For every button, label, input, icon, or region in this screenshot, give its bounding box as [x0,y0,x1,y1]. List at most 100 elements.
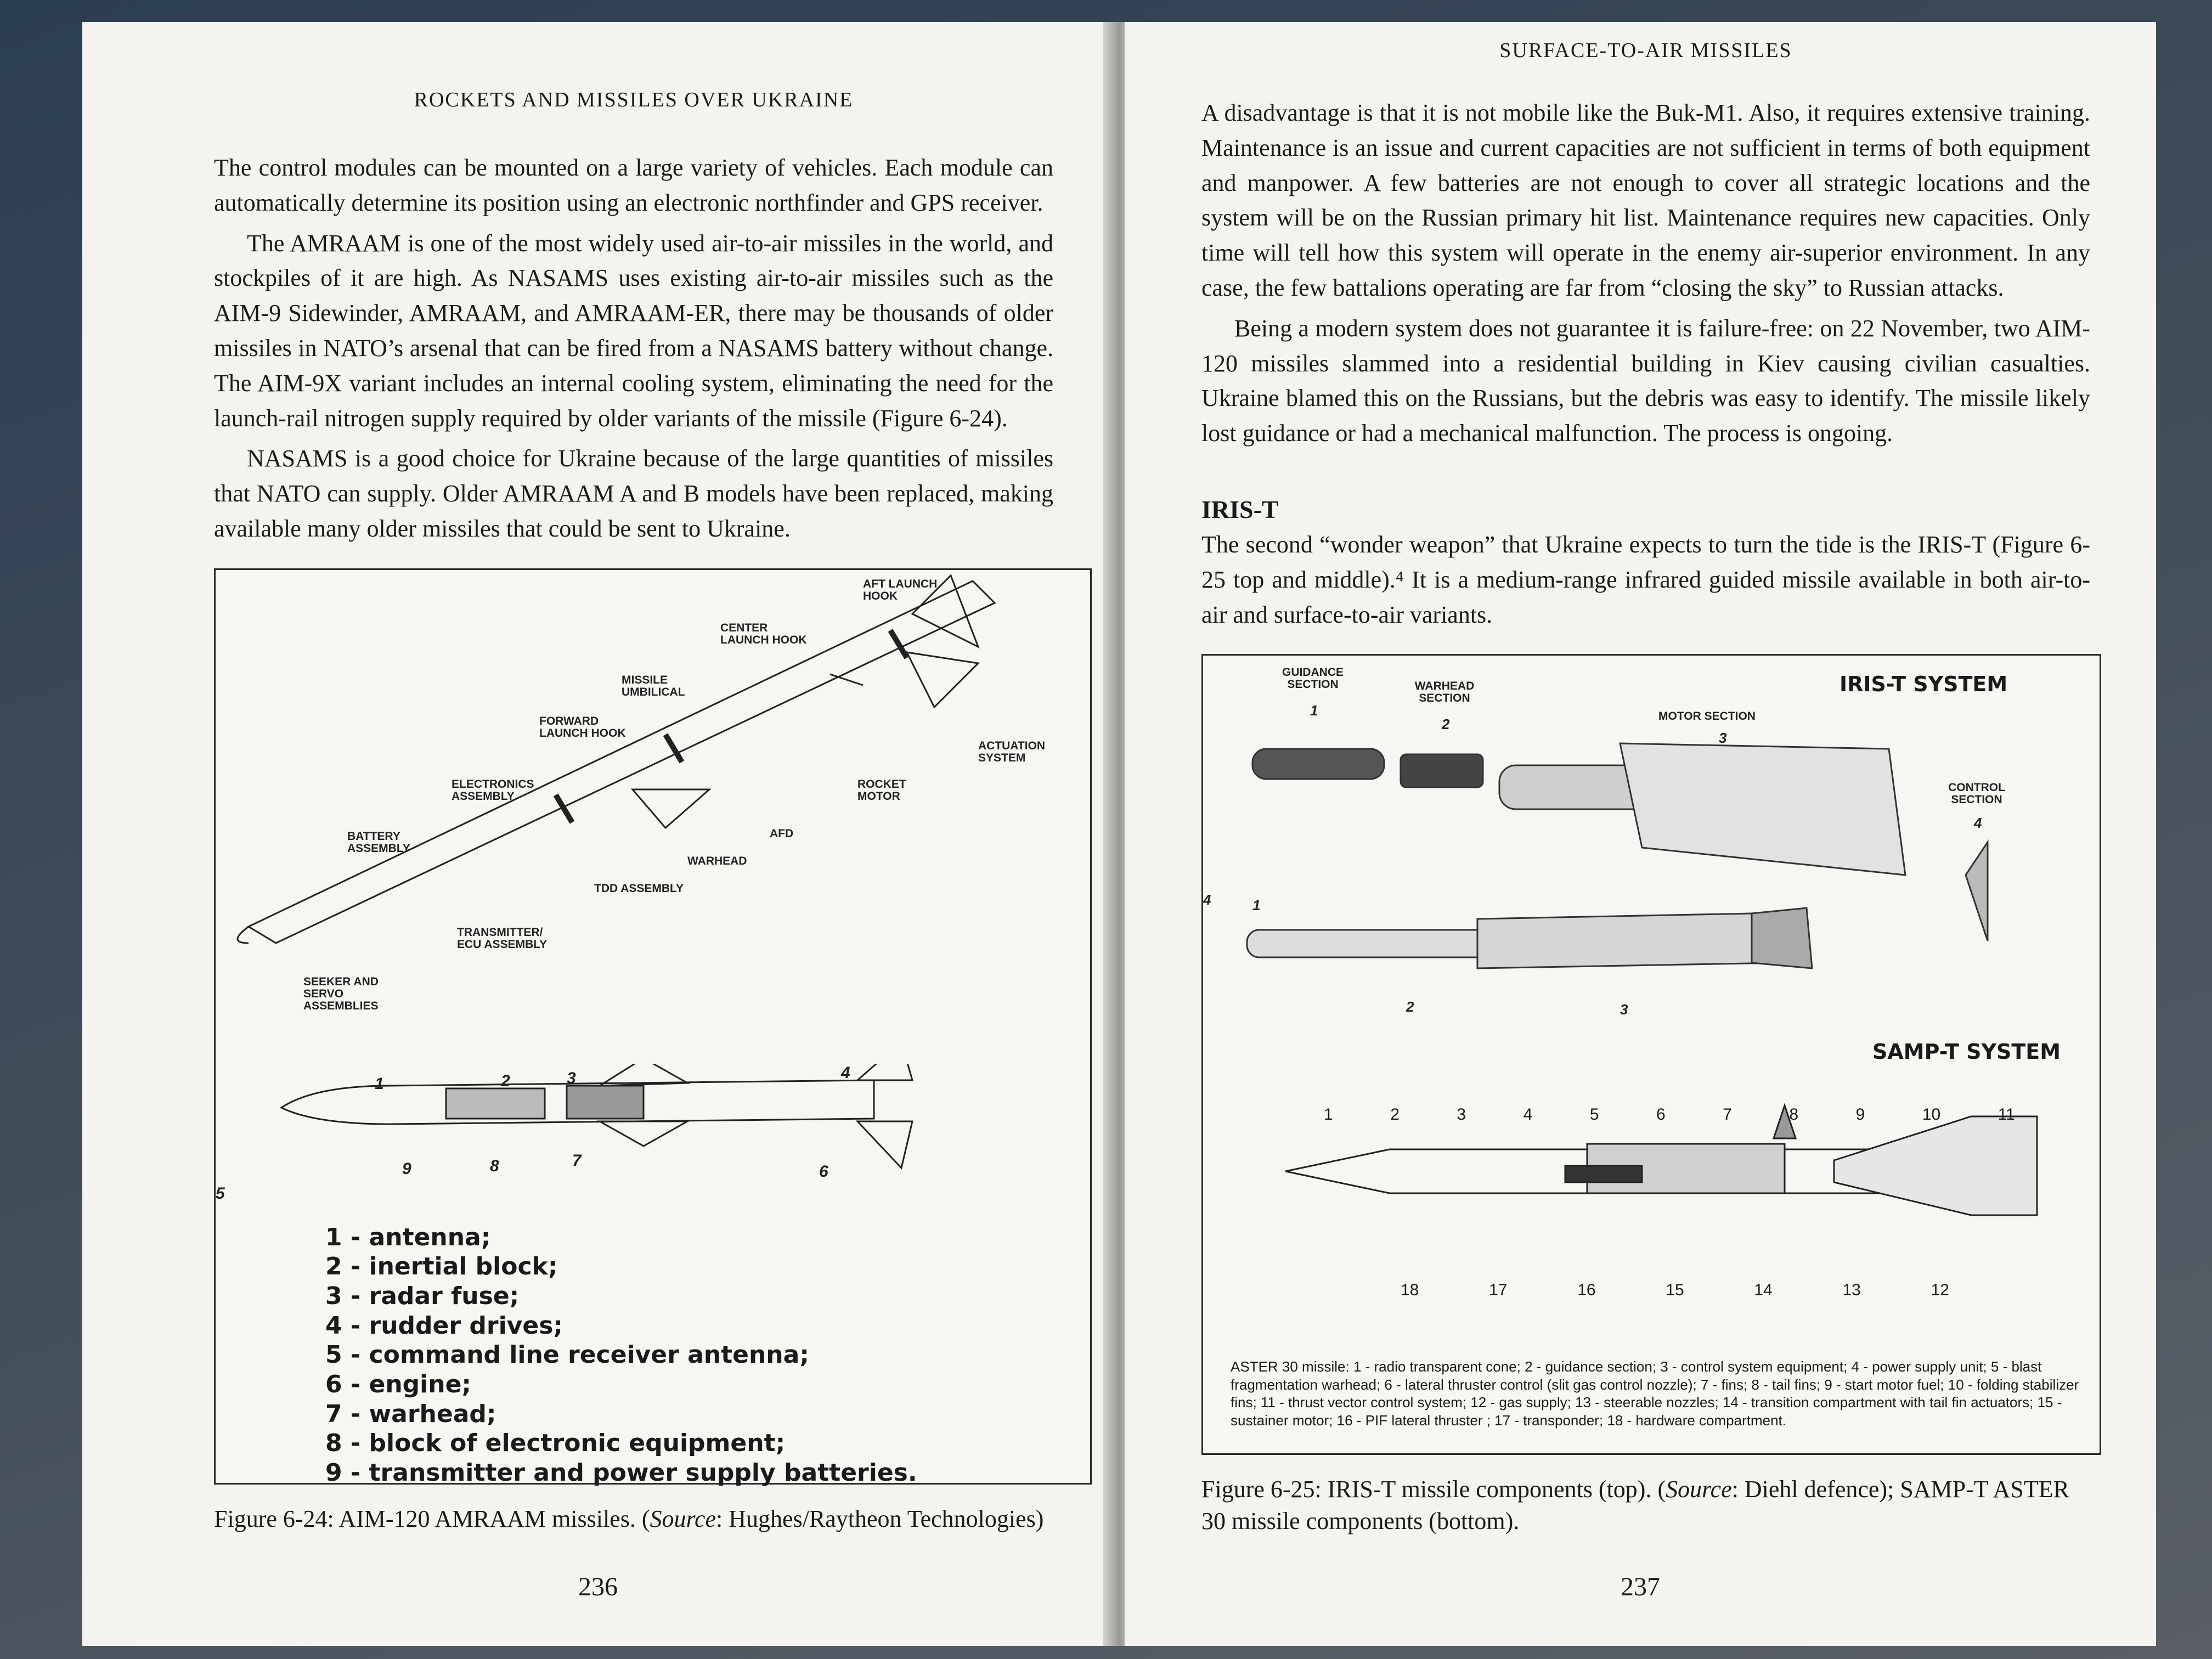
aster-top-8: 8 [1789,1105,1799,1124]
left-page: ROCKETS AND MISSILES OVER UKRAINE The co… [82,22,1114,1646]
aster-top-10: 10 [1922,1105,1941,1124]
legend-item-5: 5 - command line receiver antenna; [325,1341,809,1369]
aster-bottom-15: 15 [1666,1281,1684,1300]
iris-lower-number-3: 3 [1620,1001,1628,1018]
amraam-mid-fin [630,788,712,829]
motor-section-number: 3 [1719,730,1727,747]
label-missile-umbilical: MISSILE UMBILICAL [622,673,685,698]
guidance-section-number: 1 [1310,702,1318,719]
iris-t-exploded-drawing [1246,742,1989,970]
aster-30-drawing [1285,1103,2038,1216]
right-paragraph-1: A disadvantage is that it is not mobile … [1201,99,2090,301]
aster-tail-fin [1772,1103,1797,1139]
lower-missile-front-fin [596,1063,691,1087]
lower-missile-body [280,1079,875,1125]
right-page-number: 237 [1621,1572,1660,1601]
left-paragraph-1: The control modules can be mounted on a … [214,154,1053,216]
aster-top-3: 3 [1457,1105,1466,1124]
left-page-number: 236 [578,1572,618,1601]
iris-t-system-title: IRIS-T SYSTEM [1839,672,2008,697]
lower-missile-front-fin-lower [596,1120,691,1147]
aster-top-5: 5 [1589,1105,1599,1124]
amraam-cutaway-drawing [236,574,996,944]
control-section-number: 4 [1974,815,1982,832]
label-afd: AFD [770,827,794,840]
legend-item-6: 6 - engine; [325,1370,472,1399]
iris-samp-figure: IRIS-T SYSTEM GUIDANCE SECTION 1 WARHEAD… [1201,654,2101,1455]
figure-6-24-caption: Figure 6-24: AIM-120 AMRAAM missiles. (S… [214,1503,1053,1534]
caption-text-a: Figure 6-25: IRIS-T missile components (… [1201,1476,1666,1503]
right-running-head: SURFACE-TO-AIR MISSILES [1499,39,1792,62]
label-guidance-section: GUIDANCE SECTION [1282,666,1344,691]
amraam-figure: AFT LAUNCH HOOK CENTER LAUNCH HOOK MISSI… [214,568,1092,1487]
caption-source-word: Source [650,1505,716,1532]
aster-bottom-numbers: 18 17 16 15 14 13 12 [1401,1281,1949,1300]
label-tdd-assembly: TDD ASSEMBLY [594,882,684,895]
label-aft-launch-hook: AFT LAUNCH HOOK [863,577,938,602]
aster-bottom-16: 16 [1577,1281,1596,1300]
right-paragraph-2: Being a modern system does not guarantee… [1201,314,2090,447]
lower-number-9: 9 [402,1159,411,1178]
iris-t-paragraph: The second “wonder weapon” that Ukraine … [1201,531,2090,628]
lower-number-5: 5 [216,1184,225,1203]
legend-item-2: 2 - inertial block; [325,1252,558,1281]
iris-t-heading: IRIS-T [1201,495,1279,523]
aster-top-2: 2 [1390,1105,1400,1124]
aster-30-legend: ASTER 30 missile: 1 - radio transparent … [1231,1358,2079,1429]
caption-text-b: : Diehl defence); SAMP-T ASTER 30 missil… [1201,1476,2069,1534]
label-warhead-section: WARHEAD SECTION [1414,680,1475,705]
label-actuation-system: ACTUATION SYSTEM [978,739,1046,764]
aster-bottom-14: 14 [1754,1281,1773,1300]
aster-top-numbers: 1 2 3 4 5 6 7 8 9 10 11 [1324,1105,2015,1124]
iris-lower-number-2: 2 [1406,998,1414,1015]
lower-number-4: 4 [841,1063,850,1082]
iris-warhead-section [1400,753,1484,788]
label-center-launch-hook: CENTER LAUNCH HOOK [720,621,807,646]
aster-top-9: 9 [1855,1105,1865,1124]
aster-top-4: 4 [1523,1105,1533,1124]
aster-top-6: 6 [1656,1105,1666,1124]
aster-top-11: 11 [1997,1105,2015,1124]
legend-item-7: 7 - warhead; [325,1400,496,1428]
iris-assembled-tail [1751,907,1813,970]
iris-lower-number-4: 4 [1203,891,1211,909]
iris-guidance-section [1251,748,1385,780]
iris-lower-number-1: 1 [1252,897,1261,914]
lower-number-8: 8 [490,1156,499,1175]
lower-missile-drawing [280,1063,913,1170]
label-battery-assembly: BATTERY ASSEMBLY [347,830,410,855]
figure-6-25-caption: Figure 6-25: IRIS-T missile components (… [1201,1474,2090,1536]
warhead-section-number: 2 [1442,716,1450,733]
label-electronics-assembly: ELECTRONICS ASSEMBLY [452,777,534,803]
amraam-aft-fin-lower [905,651,980,709]
label-rocket-motor: ROCKET MOTOR [857,777,906,803]
legend-item-8: 8 - block of electronic equipment; [325,1429,786,1458]
iris-motor-fins [1619,742,1906,877]
lower-number-3: 3 [567,1069,576,1087]
left-paragraph-3: NASAMS is a good choice for Ukraine beca… [214,445,1053,542]
label-motor-section: MOTOR SECTION [1658,710,1756,723]
aster-booster [1833,1115,2038,1216]
aster-bottom-17: 17 [1489,1281,1508,1300]
legend-item-1: 1 - antenna; [325,1223,491,1251]
samp-t-system-title: SAMP-T SYSTEM [1872,1040,2061,1064]
lower-number-6: 6 [819,1162,828,1181]
iris-control-section [1965,839,1989,941]
left-paragraph-2: The AMRAAM is one of the most widely use… [214,229,1053,432]
aster-bottom-13: 13 [1842,1281,1861,1300]
label-control-section: CONTROL SECTION [1948,781,2005,806]
left-running-head: ROCKETS AND MISSILES OVER UKRAINE [414,88,854,111]
amraam-aft-fin [911,574,980,648]
legend-item-3: 3 - radar fuse; [325,1282,520,1311]
legend-item-9: 9 - transmitter and power supply batteri… [325,1459,917,1487]
label-forward-launch-hook: FORWARD LAUNCH HOOK [539,714,626,740]
aster-top-7: 7 [1723,1105,1732,1124]
label-warhead: WARHEAD [687,854,747,867]
amraam-nose [236,926,249,944]
lower-number-2: 2 [501,1071,510,1090]
aster-bottom-12: 12 [1931,1281,1949,1300]
open-book: ROCKETS AND MISSILES OVER UKRAINE The co… [82,22,2156,1646]
lower-missile-tail-fin [855,1063,913,1081]
lower-number-7: 7 [572,1151,582,1170]
caption-source-word: Source [1666,1476,1732,1503]
